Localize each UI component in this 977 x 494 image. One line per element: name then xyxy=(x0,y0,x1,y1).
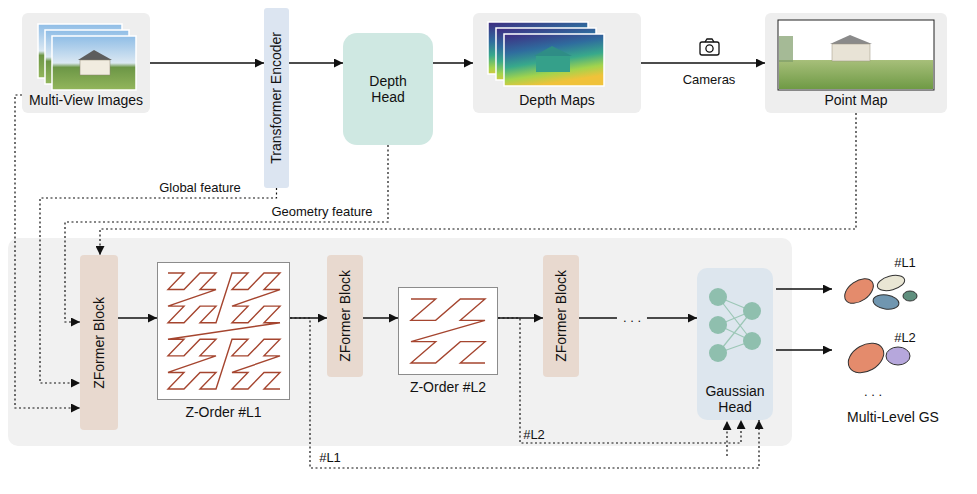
output-arrow xyxy=(776,289,832,350)
annotation-label: . . . xyxy=(864,385,882,399)
node-label: Transformer Encoder xyxy=(268,32,284,164)
image-panel: Point Map xyxy=(765,13,947,113)
z-order-curve xyxy=(411,299,485,363)
node-label: Point Map xyxy=(824,92,887,108)
feature-arrow xyxy=(40,188,277,383)
annotation-label: Multi-Level GS xyxy=(847,410,939,425)
block-box: ZFormer Block xyxy=(80,255,118,430)
head-box: Gaussian Head xyxy=(697,268,773,420)
node-label: Z-Order #L1 xyxy=(185,404,261,420)
node-label: Multi-View Images xyxy=(29,92,143,108)
edge-label: #L2 xyxy=(523,428,545,442)
depth-map-stack xyxy=(488,22,604,86)
flow-arrow xyxy=(641,62,765,64)
z-order-curve xyxy=(411,299,485,363)
z-order-curve xyxy=(168,273,280,389)
feature-arrow xyxy=(290,318,759,468)
flow-arrow xyxy=(433,62,473,64)
z-order-box: Z-Order #L1 xyxy=(157,262,290,400)
annotation-label: #L1 xyxy=(894,256,916,270)
feature-arrow xyxy=(498,318,741,443)
image-panel: Depth Maps xyxy=(473,13,641,113)
z-order-box: Z-Order #L2 xyxy=(398,287,498,375)
gaussian-ellipses xyxy=(840,273,917,379)
edge-label: Cameras xyxy=(683,73,736,87)
edge-label: . . . xyxy=(617,311,647,325)
flow-arrow xyxy=(150,62,264,64)
photo-stack xyxy=(38,24,136,90)
flow-arrow xyxy=(118,317,157,319)
camera-icon xyxy=(700,39,719,55)
flow-arrow xyxy=(289,62,343,64)
node-label: ZFormer Block xyxy=(337,270,353,362)
annotation-label: #L2 xyxy=(894,331,916,345)
z-order-curve xyxy=(168,273,280,389)
flow-arrow xyxy=(498,317,543,319)
feature-arrow xyxy=(726,421,727,456)
flow-arrow xyxy=(290,317,327,319)
edge-label: Global feature xyxy=(159,181,241,195)
head-box: Depth Head xyxy=(343,33,433,145)
feature-arrow xyxy=(65,145,388,322)
flow-arrow xyxy=(363,317,398,319)
zformer-panel xyxy=(8,238,792,446)
node-label: ZFormer Block xyxy=(91,297,107,389)
node-label: Depth Maps xyxy=(519,92,594,108)
encoder-box: Transformer Encoder xyxy=(264,8,289,188)
node-label: Z-Order #L2 xyxy=(410,379,486,395)
point-map-image xyxy=(778,20,934,90)
node-label: Depth Head xyxy=(353,73,423,105)
node-label: Gaussian Head xyxy=(697,383,773,415)
image-panel: Multi-View Images xyxy=(22,13,150,113)
edge-label: #L1 xyxy=(319,451,341,465)
block-box: ZFormer Block xyxy=(327,255,363,377)
feature-arrow xyxy=(15,95,80,408)
block-box: ZFormer Block xyxy=(543,255,579,377)
flow-arrow xyxy=(579,317,697,319)
feature-arrow xyxy=(100,113,856,255)
mlp-icon xyxy=(709,288,761,362)
node-label: ZFormer Block xyxy=(553,270,569,362)
edge-label: Geometry feature xyxy=(271,205,372,219)
